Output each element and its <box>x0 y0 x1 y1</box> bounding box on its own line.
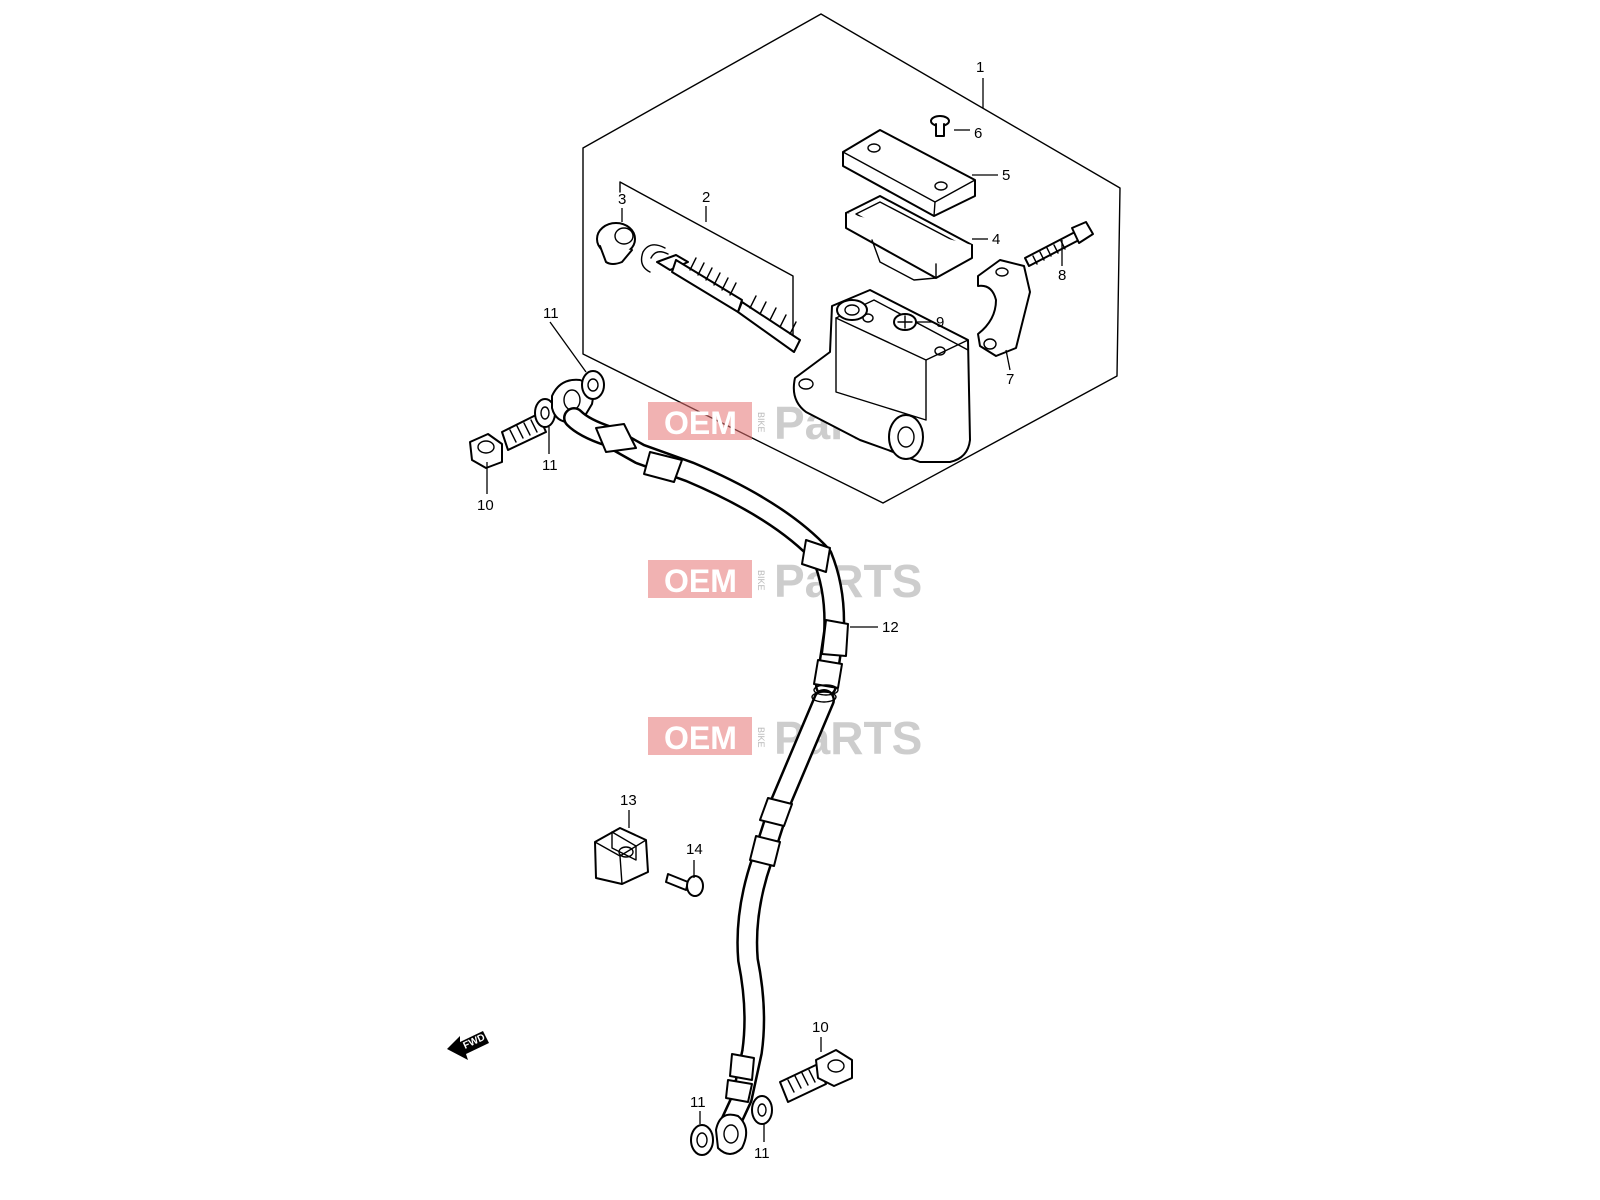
callout-11-left: 11 <box>542 457 558 474</box>
watermark-bike: BIKE <box>756 570 766 591</box>
callout-4: 4 <box>992 231 1000 248</box>
callout-11-bottom-left: 11 <box>690 1094 706 1111</box>
callout-9: 9 <box>936 314 944 331</box>
callout-10-upper: 10 <box>477 497 494 514</box>
forward-arrow-icon: FWD <box>447 1031 489 1060</box>
washer-11-upper <box>581 370 605 400</box>
watermark-bike: BIKE <box>756 412 766 433</box>
boot-part <box>596 222 636 265</box>
snap-ring <box>640 244 669 273</box>
assembly-outline <box>582 13 1121 504</box>
callout-3: 3 <box>618 191 626 208</box>
clamp-bolt <box>1024 221 1094 267</box>
banjo-bolt-upper <box>469 413 547 469</box>
callout-14: 14 <box>686 841 703 858</box>
cap-screw <box>930 115 950 137</box>
watermark-oem: OEM <box>664 563 737 599</box>
watermark-bottom: OEM BIKE PaRTS <box>648 712 922 764</box>
hose-clamp <box>594 827 649 885</box>
banjo-eye-lower <box>715 1113 748 1155</box>
callout-11-upper: 11 <box>543 305 559 322</box>
callout-labels: 1 2 3 4 5 6 7 8 9 10 10 11 11 11 11 12 1… <box>477 59 1066 1162</box>
callout-7: 7 <box>1006 371 1014 388</box>
watermark-oem: OEM <box>664 720 737 756</box>
callout-5: 5 <box>1002 167 1010 184</box>
callout-13: 13 <box>620 792 637 809</box>
brake-hose <box>563 407 849 1135</box>
watermark-parts: PaRTS <box>774 555 922 607</box>
leader-lines <box>486 78 1063 1142</box>
callout-6: 6 <box>974 125 982 142</box>
callout-10-lower: 10 <box>812 1019 829 1036</box>
callout-8: 8 <box>1058 267 1066 284</box>
callout-2: 2 <box>702 189 710 206</box>
banjo-bolt-lower <box>779 1049 853 1103</box>
washer-11-bottom-right <box>751 1095 773 1125</box>
washer-11-bottom-left <box>690 1124 714 1156</box>
body-screw <box>893 313 917 331</box>
watermark-middle: OEM BIKE PaRTS <box>648 555 922 607</box>
callout-1: 1 <box>976 59 984 76</box>
master-cylinder-body <box>792 289 971 463</box>
piston-spring <box>656 254 801 353</box>
watermark-oem: OEM <box>664 405 737 441</box>
watermark-bike: BIKE <box>756 727 766 748</box>
handlebar-clamp <box>977 259 1031 357</box>
callout-12: 12 <box>882 619 899 636</box>
piston-kit-bracket <box>619 181 794 351</box>
diaphragm <box>845 195 973 281</box>
reservoir-cap <box>842 129 976 217</box>
callout-11-bottom-right: 11 <box>754 1145 770 1162</box>
clamp-screw <box>665 873 704 897</box>
